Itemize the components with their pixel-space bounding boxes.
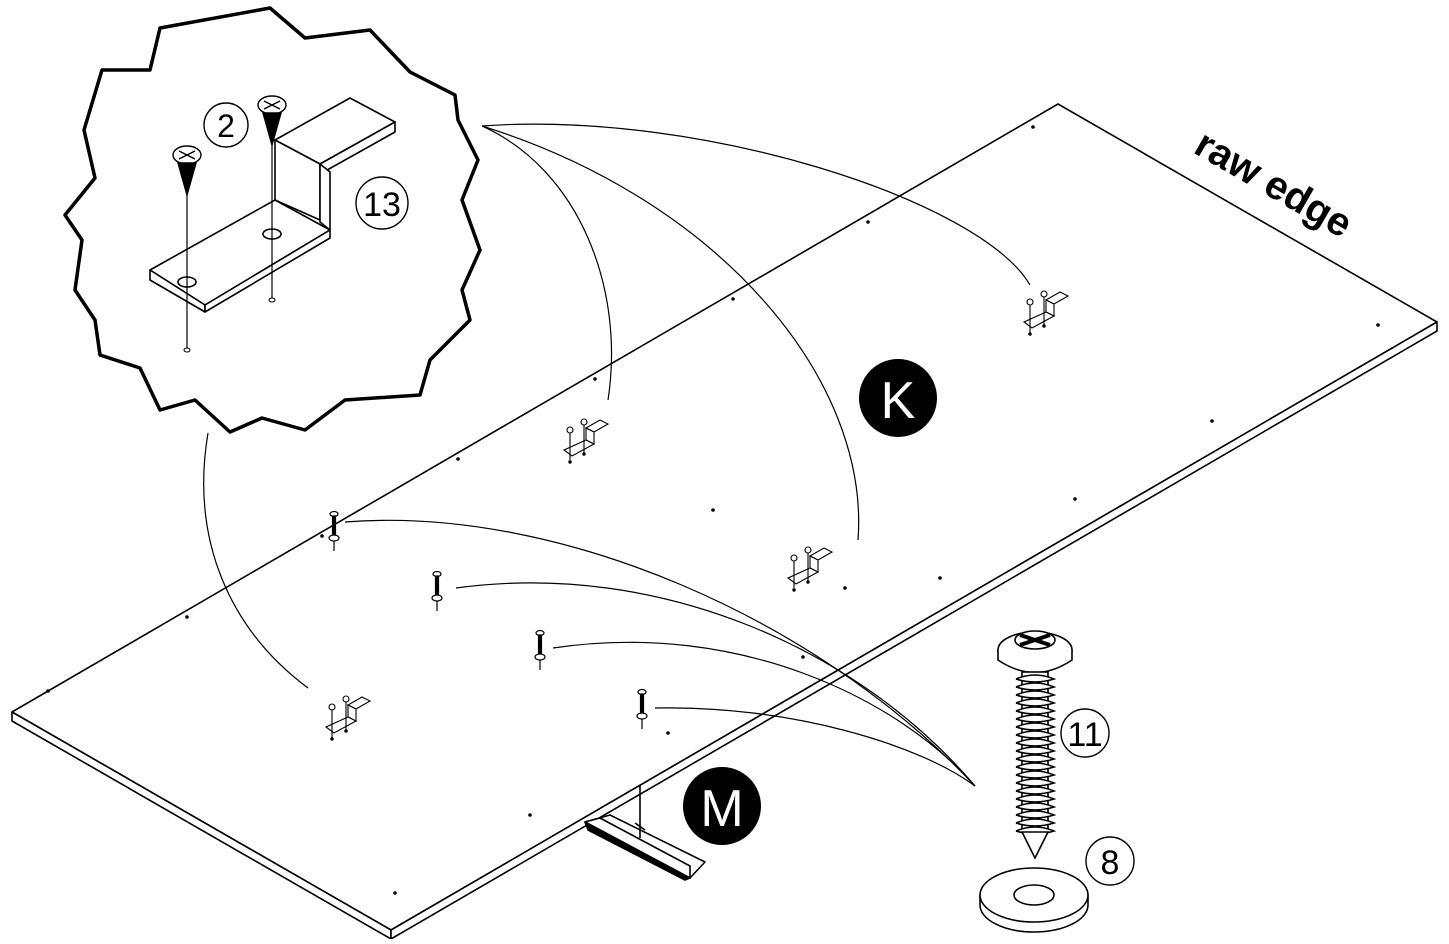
z-bracket-icon [1022,290,1070,336]
detail-callout: 2 13 [63,6,482,434]
z-bracket-icon [562,418,610,464]
svg-text:K: K [881,372,916,430]
board-hole [528,813,532,817]
board-hole [393,891,397,895]
leader-curves [203,123,1031,787]
svg-text:2: 2 [217,108,235,144]
svg-text:11: 11 [1067,716,1102,754]
board-hole [320,534,324,538]
part-m-label: M [683,767,761,845]
board-hole [185,615,189,619]
board-hole [666,731,670,735]
board-hole [731,297,735,301]
board-hole [1376,323,1380,327]
board-hole [843,586,847,590]
board-panel [11,103,1438,940]
board-hole [593,377,597,381]
screw-with-washer-icon [636,688,648,729]
z-bracket-icon [149,97,396,313]
board-hole [866,220,870,224]
screws-on-board [328,510,648,729]
washer-icon [979,867,1089,933]
svg-text:13: 13 [363,186,401,224]
pan-head-screw-icon [172,145,202,198]
board-right-edge [390,321,1438,940]
pan-head-screw-icon [257,95,287,148]
screw-with-washer-icon [328,510,340,551]
board-hole [801,655,805,659]
item-11-label: 11 [1060,708,1110,758]
part-m-strip [584,785,706,881]
board-hole [711,508,715,512]
board-hole [46,689,50,693]
screw-with-washer-icon [431,570,443,611]
z-bracket-icon [786,546,834,592]
board-hole [1031,125,1035,129]
part-k-label: K [859,359,937,437]
board-hole [1210,419,1214,423]
brackets-on-board [324,290,1070,741]
board-hole [456,457,460,461]
item-13-label: 13 [355,176,409,230]
board-hole [1073,497,1077,501]
screw-with-washer-icon [534,629,546,670]
item-2-label: 2 [203,102,249,148]
svg-text:M: M [700,780,743,838]
board-hole [938,576,942,580]
z-bracket-icon [324,695,372,741]
board-holes [46,125,1380,895]
svg-text:8: 8 [1101,844,1120,882]
item-8-label: 8 [1085,836,1135,886]
long-screw-icon [997,630,1073,860]
